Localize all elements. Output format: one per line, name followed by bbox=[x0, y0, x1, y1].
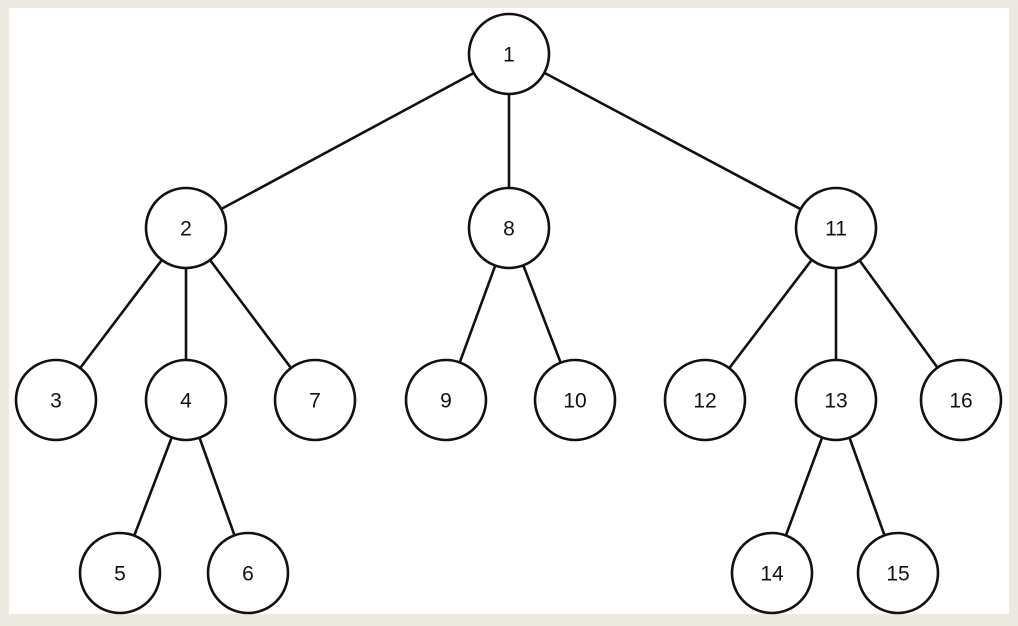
node-circle bbox=[856, 531, 940, 615]
node-circle bbox=[919, 358, 1003, 442]
tree-node-6: 6 bbox=[206, 531, 290, 615]
node-circle bbox=[78, 531, 162, 615]
tree-node-5: 5 bbox=[78, 531, 162, 615]
tree-node-12: 12 bbox=[663, 358, 747, 442]
tree-node-9: 9 bbox=[404, 358, 488, 442]
tree-node-13: 13 bbox=[794, 358, 878, 442]
edge-1-11 bbox=[507, 52, 838, 230]
node-circle bbox=[467, 12, 551, 96]
node-circle bbox=[404, 358, 488, 442]
node-label: 13 bbox=[824, 390, 847, 413]
tree-node-3: 3 bbox=[14, 358, 98, 442]
edge-1-2 bbox=[184, 52, 511, 230]
tree-node-16: 16 bbox=[919, 358, 1003, 442]
tree-node-7: 7 bbox=[273, 358, 357, 442]
tree-node-4: 4 bbox=[144, 358, 228, 442]
node-circle bbox=[144, 186, 228, 270]
node-circle bbox=[206, 531, 290, 615]
node-label: 12 bbox=[693, 390, 716, 413]
node-circle bbox=[794, 186, 878, 270]
tree-node-10: 10 bbox=[533, 358, 617, 442]
node-circle bbox=[144, 358, 228, 442]
node-label: 16 bbox=[949, 390, 972, 413]
tree-node-8: 8 bbox=[467, 186, 551, 270]
tree-node-11: 11 bbox=[794, 186, 878, 270]
edges-layer bbox=[54, 52, 963, 575]
node-label: 2 bbox=[180, 218, 192, 241]
node-label: 7 bbox=[309, 390, 321, 413]
node-label: 9 bbox=[440, 390, 452, 413]
node-label: 1 bbox=[503, 44, 515, 67]
node-circle bbox=[663, 358, 747, 442]
node-label: 3 bbox=[50, 390, 62, 413]
node-label: 10 bbox=[563, 390, 586, 413]
node-circle bbox=[730, 531, 814, 615]
tree-node-15: 15 bbox=[856, 531, 940, 615]
tree-node-14: 14 bbox=[730, 531, 814, 615]
node-label: 15 bbox=[886, 563, 909, 586]
node-label: 8 bbox=[503, 218, 515, 241]
node-label: 14 bbox=[760, 563, 784, 586]
node-circle bbox=[533, 358, 617, 442]
node-circle bbox=[467, 186, 551, 270]
tree-node-1: 1 bbox=[467, 12, 551, 96]
node-circle bbox=[794, 358, 878, 442]
node-circle bbox=[273, 358, 357, 442]
node-label: 11 bbox=[825, 218, 847, 241]
node-label: 4 bbox=[180, 390, 192, 413]
node-label: 6 bbox=[242, 563, 254, 586]
node-circle bbox=[14, 358, 98, 442]
node-label: 5 bbox=[114, 563, 126, 586]
tree-node-2: 2 bbox=[144, 186, 228, 270]
